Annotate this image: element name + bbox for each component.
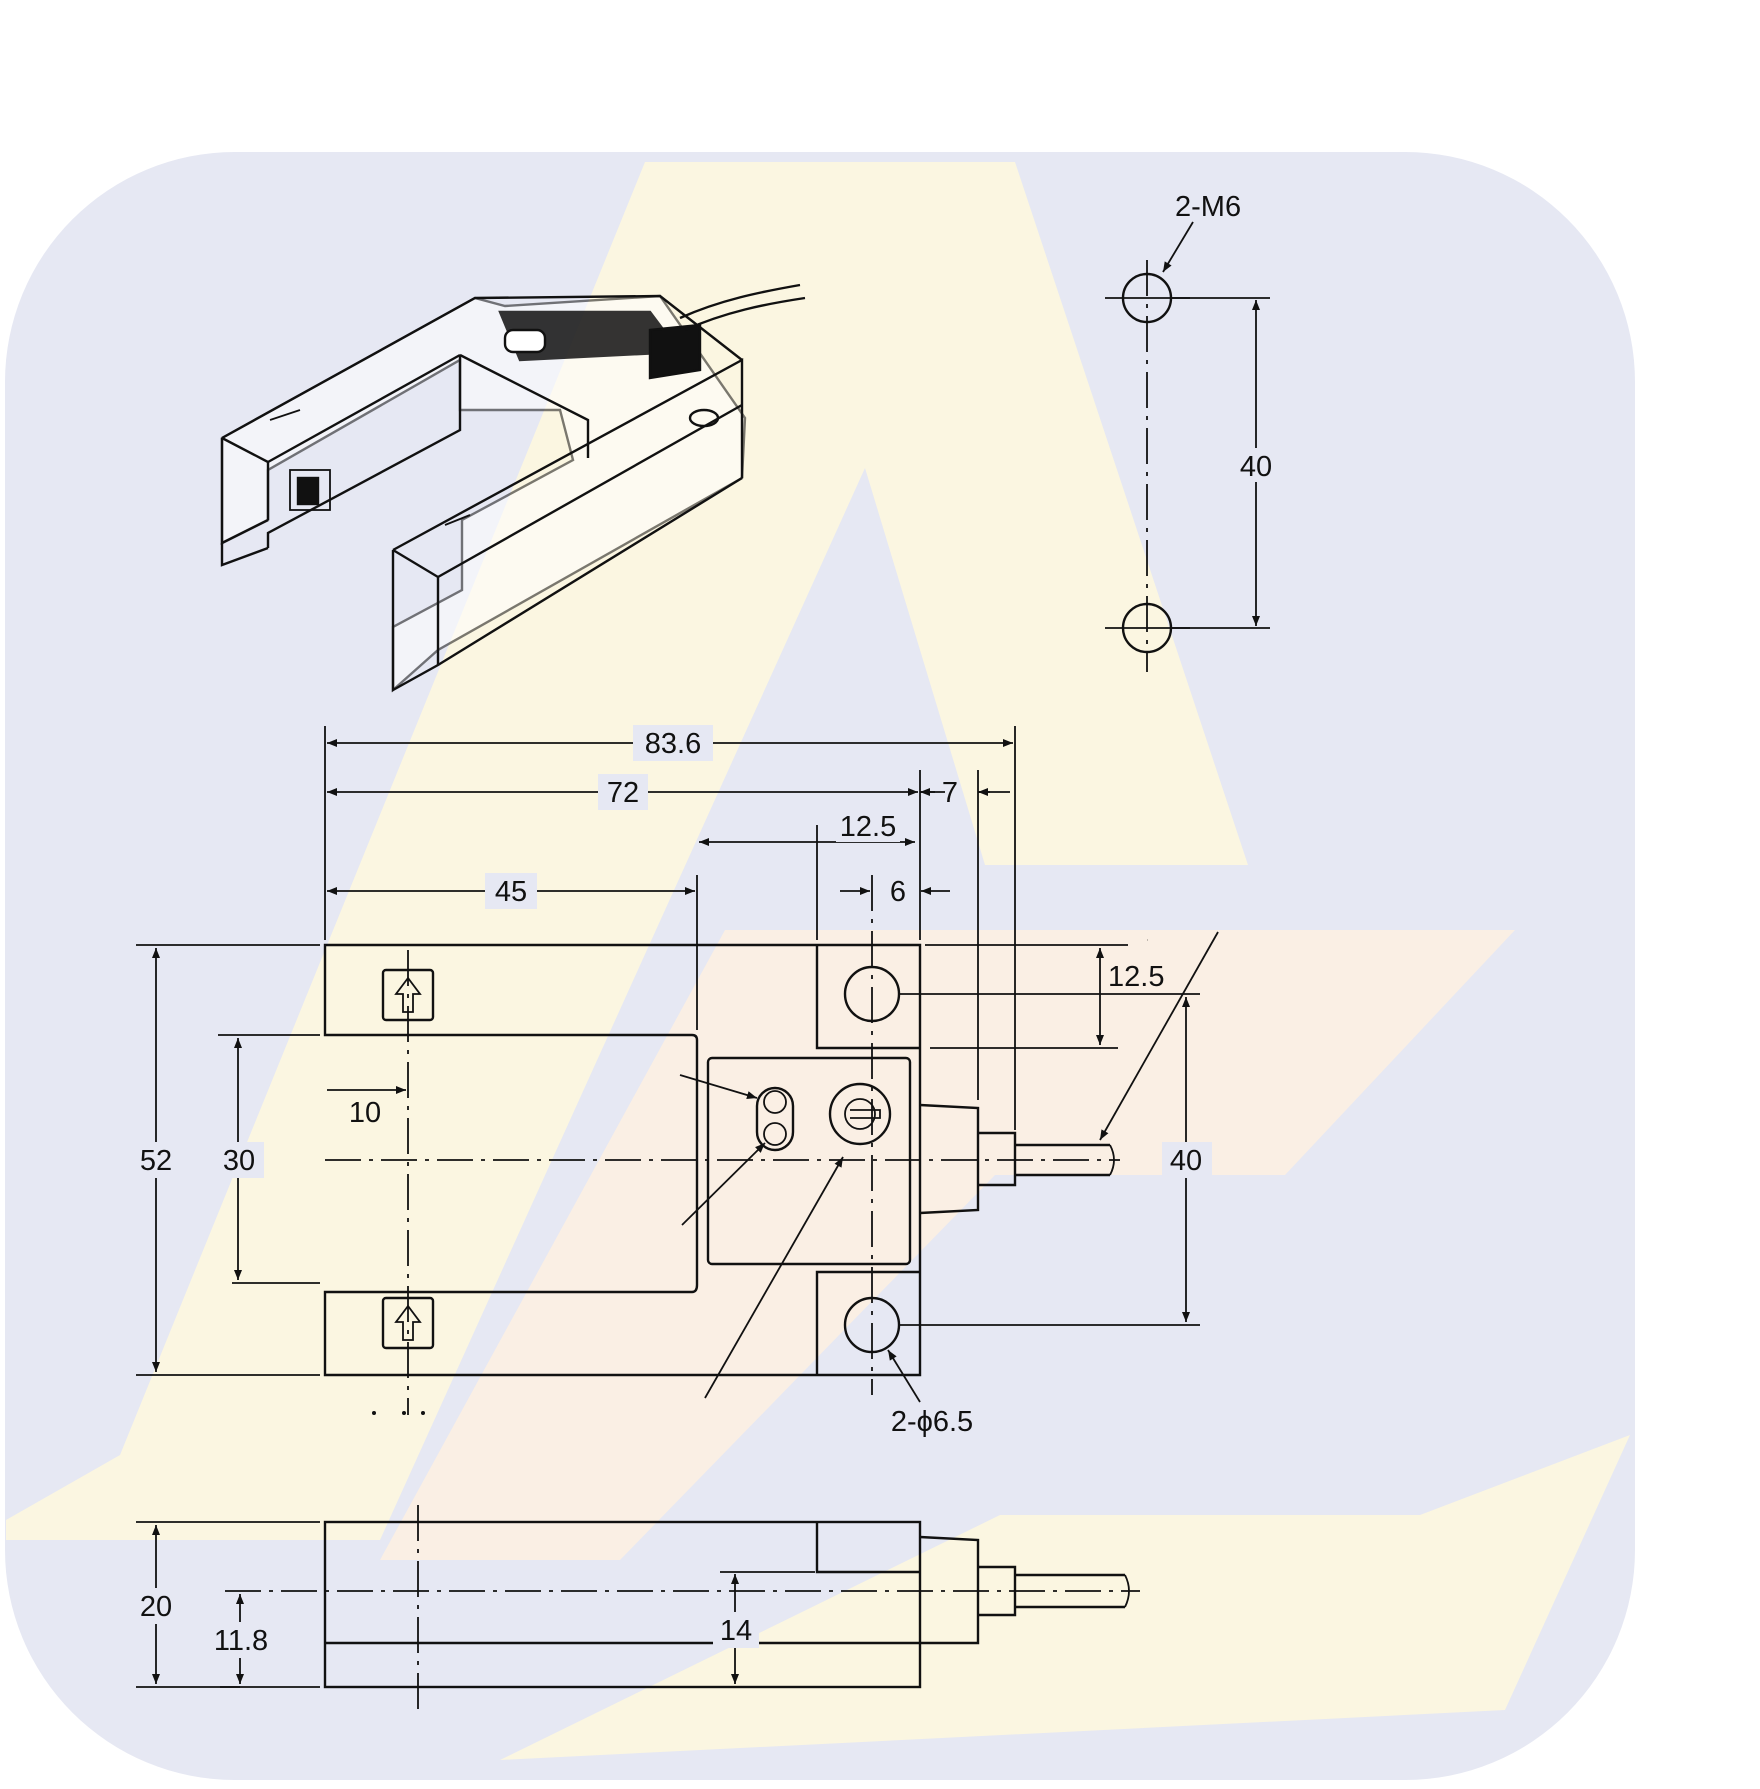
cable	[1015, 1143, 1110, 1177]
sensitivity-adjuster	[828, 1082, 892, 1146]
dim-hole-edge: 12.5	[1108, 961, 1164, 993]
dim-arrow-offset: 10	[349, 1097, 381, 1129]
dim-side-height: 20	[140, 1591, 172, 1623]
dim-slot-width: 30	[223, 1145, 255, 1177]
dim-side-slot-depth: 14	[720, 1615, 752, 1647]
side-body-outline	[323, 1520, 922, 1689]
label-hole-pitch: 40	[1240, 451, 1272, 483]
dim-connector-offset: 7	[942, 777, 958, 809]
sensor-isometric-illustration	[220, 283, 806, 693]
front-body-outline	[323, 943, 922, 1377]
dim-hole-diameter: 2-ϕ6.5	[891, 1406, 973, 1438]
dim-optical-axis: 11.8	[214, 1625, 268, 1657]
dim-hole-pitch: 40	[1170, 1145, 1202, 1177]
front-view: 83.6 72 7 12.5 6 45 12.5 52 30 10 40	[132, 725, 1219, 1438]
cable-gland	[919, 1103, 980, 1215]
watermark-logo	[5, 152, 1635, 1780]
dim-mount-block-width: 12.5	[840, 811, 896, 843]
indicator-window	[755, 1086, 795, 1152]
dim-slot-depth: 45	[495, 876, 527, 908]
control-panel	[706, 1056, 912, 1266]
dim-overall-length: 83.6	[645, 728, 701, 760]
dim-hole-offset: 6	[890, 876, 906, 908]
side-view: 20 11.8 14	[132, 1505, 1140, 1710]
label-thread: 2-M6	[1175, 191, 1241, 223]
dim-body-length: 72	[607, 777, 639, 809]
dim-overall-height: 52	[140, 1145, 172, 1177]
mounting-hole-pattern: 2-M6 40	[1105, 191, 1278, 672]
